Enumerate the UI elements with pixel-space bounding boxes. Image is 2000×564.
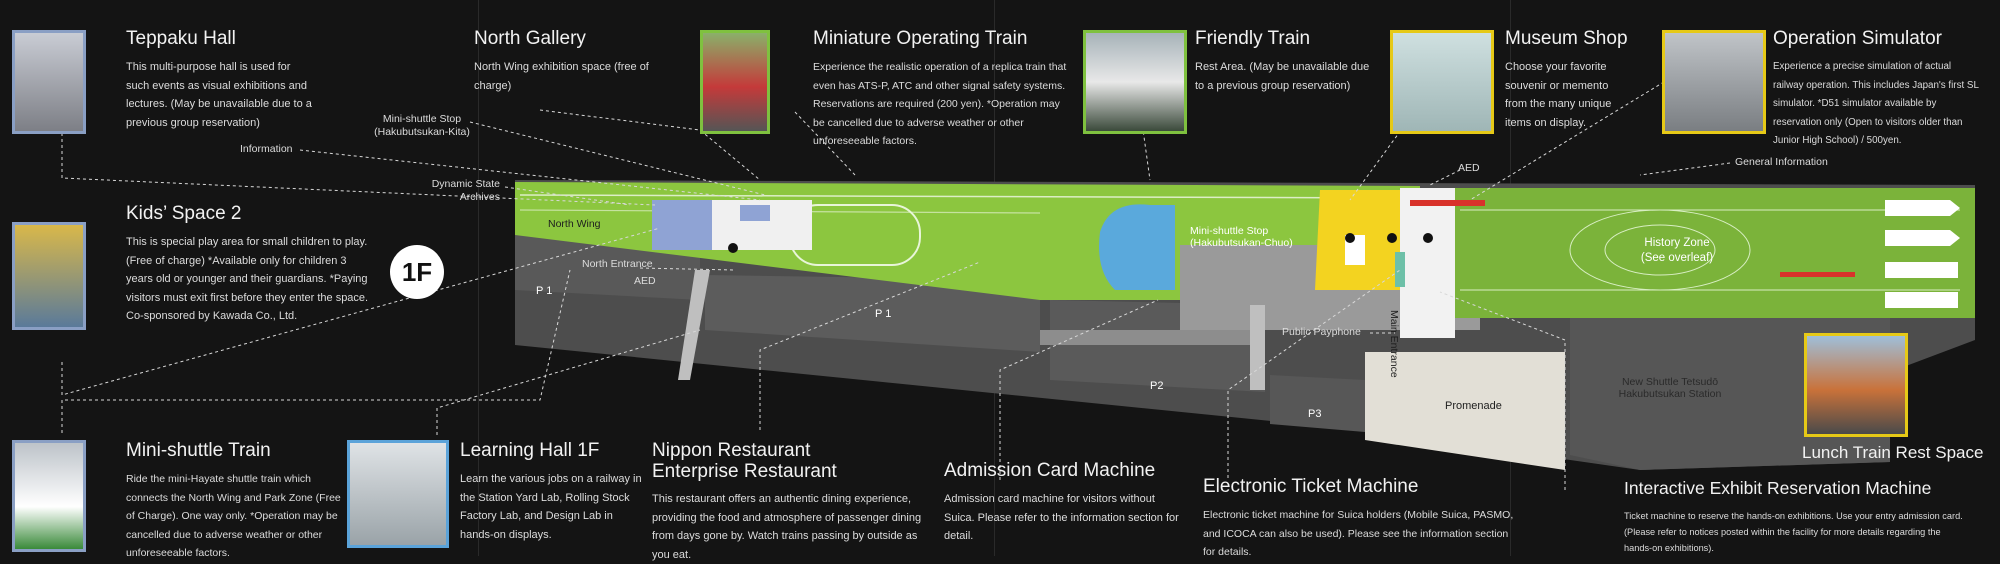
friendly-train-photo: [1083, 30, 1187, 134]
eticket-title: Electronic Ticket Machine: [1203, 476, 1419, 497]
callout-information: Information: [240, 143, 293, 155]
callout-aed-top: AED: [1458, 162, 1480, 174]
parking-p1-center: [705, 275, 1040, 352]
simulator-title: Operation Simulator: [1773, 28, 1942, 49]
nippon-restaurant-title: Nippon Restaurant Enterprise Restaurant: [652, 440, 837, 482]
parking-p3: [1270, 375, 1365, 432]
teppaku-hall-title: Teppaku Hall: [126, 28, 236, 49]
red-strip-top: [1410, 200, 1485, 206]
road-grey: [1040, 330, 1260, 345]
simulator-body: Experience a precise simulation of actua…: [1773, 61, 1979, 146]
map-label-mini-stop-chuo: Mini-shuttle Stop (Hakubutsukan-Chuo): [1190, 225, 1293, 249]
miniature-train-body: Experience the realistic operation of a …: [813, 61, 1067, 147]
map-label-p2: P2: [1150, 380, 1164, 392]
learning-hall-photo: [347, 440, 449, 548]
floor-badge-1f: 1F: [390, 245, 444, 299]
callout-general-info: General Information: [1735, 156, 1828, 168]
lunch-train-title: Lunch Train Rest Space: [1802, 443, 1984, 462]
reservation-machine-title: Interactive Exhibit Reservation Machine: [1624, 478, 1932, 498]
nippon-restaurant-body: This restaurant offers an authentic dini…: [652, 493, 922, 561]
north-gallery-body: North Wing exhibition space (free of cha…: [474, 61, 649, 92]
friendly-train-body: Rest Area. (May be unavailable due to a …: [1195, 61, 1370, 92]
callout-aed-left: AED: [634, 275, 656, 287]
map-label-p3: P3: [1308, 408, 1322, 420]
reservation-machine-body: Ticket machine to reserve the hands-on e…: [1624, 511, 1963, 553]
fold-line-left: [478, 0, 479, 556]
mini-shuttle-title: Mini-shuttle Train: [126, 440, 271, 461]
map-label-history-zone: History Zone (See overleaf): [1640, 237, 1714, 264]
teppaku-hall-photo: [12, 30, 86, 134]
callout-dynamic-state: Dynamic State Archives: [431, 178, 500, 203]
callout-mini-stop-kita: Mini-shuttle Stop (Hakubutsukan-Kita): [374, 113, 470, 138]
museum-shop-body: Choose your favorite souvenir or memento…: [1505, 61, 1612, 129]
kids-space-title: Kids’ Space 2: [126, 203, 242, 224]
kids-space-body: This is special play area for small chil…: [126, 236, 369, 322]
north-wing-block: [652, 200, 712, 250]
admission-card-body: Admission card machine for visitors with…: [944, 493, 1179, 542]
north-gallery-title: North Gallery: [474, 28, 586, 49]
map-label-p1-center: P 1: [875, 308, 892, 320]
miniature-train-title: Miniature Operating Train: [813, 28, 1028, 49]
map-label-new-shuttle: New Shuttle Tetsudō Hakubutsukan Station: [1618, 376, 1722, 400]
museum-shop-title: Museum Shop: [1505, 28, 1628, 49]
lunch-train-photo: [1804, 333, 1908, 437]
red-strip-history: [1780, 272, 1855, 277]
eticket-body: Electronic ticket machine for Suica hold…: [1203, 509, 1514, 558]
mini-shuttle-photo: [12, 440, 86, 552]
map-label-promenade: Promenade: [1445, 400, 1502, 412]
friendly-train-area: [1099, 204, 1175, 290]
mini-shuttle-body: Ride the mini-Hayate shuttle train which…: [126, 473, 341, 559]
kids-space-photo: [12, 222, 86, 330]
miniature-train-photo: [700, 30, 770, 134]
learning-hall-title: Learning Hall 1F: [460, 440, 600, 461]
teppaku-hall-body: This multi-purpose hall is used for such…: [126, 61, 312, 129]
promenade: [1365, 352, 1565, 470]
simulator-photo: [1662, 30, 1766, 134]
callout-public-payphone: Public Payphone: [1282, 326, 1361, 338]
callout-north-entrance: North Entrance: [582, 258, 653, 270]
map-label-p1-left: P 1: [536, 285, 553, 297]
friendly-train-title: Friendly Train: [1195, 28, 1311, 49]
admission-card-title: Admission Card Machine: [944, 460, 1156, 481]
learning-hall-body: Learn the various jobs on a railway in t…: [460, 473, 642, 541]
callout-north-wing: North Wing: [548, 218, 601, 230]
map-label-main-entrance: Main Entrance: [1388, 310, 1400, 378]
museum-shop-photo: [1390, 30, 1494, 134]
